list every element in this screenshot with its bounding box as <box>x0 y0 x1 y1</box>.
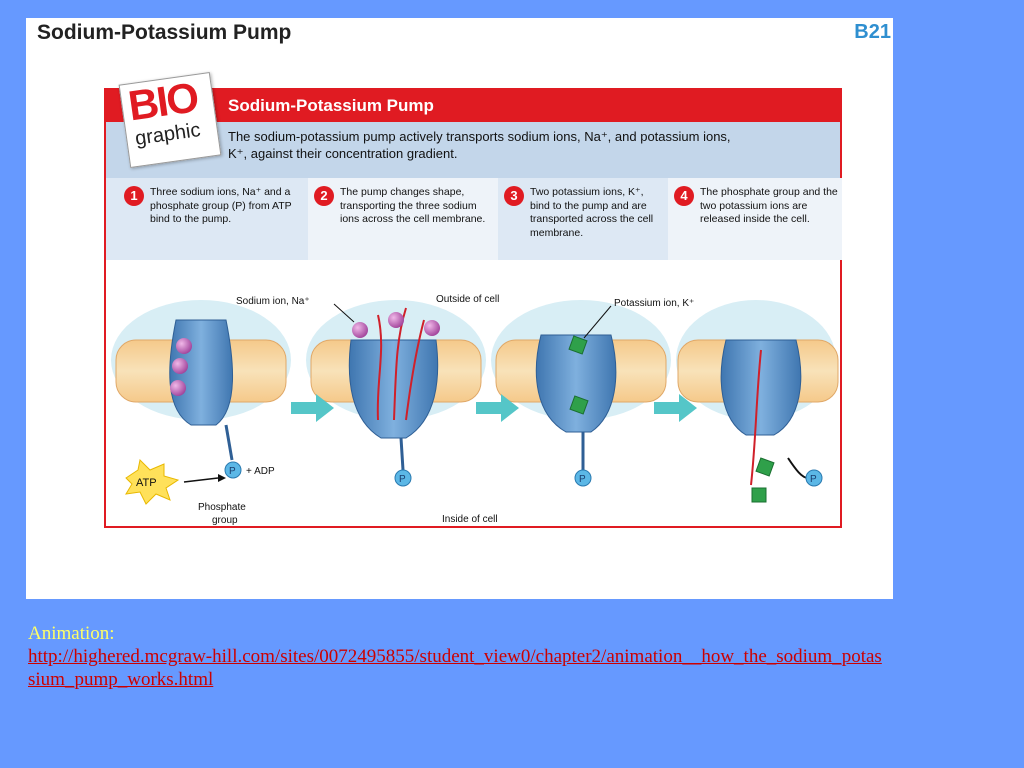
step-4: 4 The phosphate group and the two potass… <box>668 178 842 260</box>
intro-text: The sodium-potassium pump actively trans… <box>228 129 731 161</box>
step-number: 2 <box>314 186 334 206</box>
outside-cell-label: Outside of cell <box>436 294 499 305</box>
title-bar: Sodium-Potassium Pump <box>106 90 840 122</box>
sodium-ion <box>176 338 192 354</box>
pump-protein-1 <box>169 319 234 461</box>
slide-image: Sodium-Potassium Pump B21 Sodium-Potassi… <box>26 18 893 599</box>
sodium-ion <box>424 320 440 336</box>
group-label: group <box>212 515 238 526</box>
sodium-ion-label: Sodium ion, Na⁺ <box>236 296 310 307</box>
sodium-ion <box>170 380 186 396</box>
phosphate-circle-icon <box>394 469 412 487</box>
step-text: Two potassium ions, K⁺, bind to the pump… <box>530 186 654 239</box>
animation-label: Animation: <box>28 623 115 644</box>
panel-title: Sodium-Potassium Pump <box>228 96 434 115</box>
sodium-ion <box>172 358 188 374</box>
page-code: B21 <box>854 21 891 43</box>
plus-adp-label: + ADP <box>246 466 275 477</box>
biographic-logo: BIO graphic <box>118 72 222 168</box>
phosphate-p-label: P <box>229 466 236 477</box>
step-arrow-icon <box>291 394 334 422</box>
potassium-ion-label: Potassium ion, K⁺ <box>614 298 694 309</box>
step-number: 3 <box>504 186 524 206</box>
phosphate-circle-icon <box>805 469 823 487</box>
atp-label: ATP <box>136 477 157 489</box>
pump-illustration: ATP P P P P Sodium ion, Na⁺ Outside of c… <box>106 260 840 526</box>
step-arrow-icon <box>476 394 519 422</box>
potassium-ion <box>751 487 767 503</box>
phosphate-p-label: P <box>579 474 586 485</box>
intro-box: The sodium-potassium pump actively trans… <box>106 122 840 178</box>
page-title: Sodium-Potassium Pump <box>37 21 292 44</box>
step-number: 1 <box>124 186 144 206</box>
phosphate-circle-icon <box>574 469 592 487</box>
step-text: The pump changes shape, transporting the… <box>340 186 486 225</box>
inside-cell-label: Inside of cell <box>442 514 498 525</box>
potassium-ion <box>569 395 589 415</box>
animation-link[interactable]: http://highered.mcgraw-hill.com/sites/00… <box>28 646 882 690</box>
footer: Animation: http://highered.mcgraw-hill.c… <box>28 622 888 691</box>
step-1: 1 Three sodium ions, Na⁺ and a phosphate… <box>118 178 308 260</box>
step-arrow-icon <box>654 394 697 422</box>
step-3: 3 Two potassium ions, K⁺, bind to the pu… <box>498 178 668 260</box>
pump-protein-3 <box>535 334 617 470</box>
potassium-ion <box>755 457 775 477</box>
potassium-ion <box>568 335 588 355</box>
phosphate-p-label: P <box>810 474 817 485</box>
sodium-ion <box>388 312 404 328</box>
biographic-panel: Sodium-Potassium Pump The sodium-potassi… <box>104 72 842 528</box>
phosphate-label: Phosphate <box>198 502 246 513</box>
phosphate-p-label: P <box>399 474 406 485</box>
pump-protein-2 <box>348 307 440 471</box>
pump-protein-4 <box>720 339 809 503</box>
step-text: Three sodium ions, Na⁺ and a phosphate g… <box>150 186 292 225</box>
step-text: The phosphate group and the two potassiu… <box>700 186 838 225</box>
pump-diagram: ATP P P P P Sodium ion, Na⁺ Outside of c… <box>111 294 839 526</box>
step-2: 2 The pump changes shape, transporting t… <box>308 178 498 260</box>
step-number: 4 <box>674 186 694 206</box>
sodium-ion <box>352 322 368 338</box>
atp-burst-icon <box>125 458 180 505</box>
steps-row: 1 Three sodium ions, Na⁺ and a phosphate… <box>106 178 842 260</box>
phosphate-circle-icon <box>224 461 242 479</box>
